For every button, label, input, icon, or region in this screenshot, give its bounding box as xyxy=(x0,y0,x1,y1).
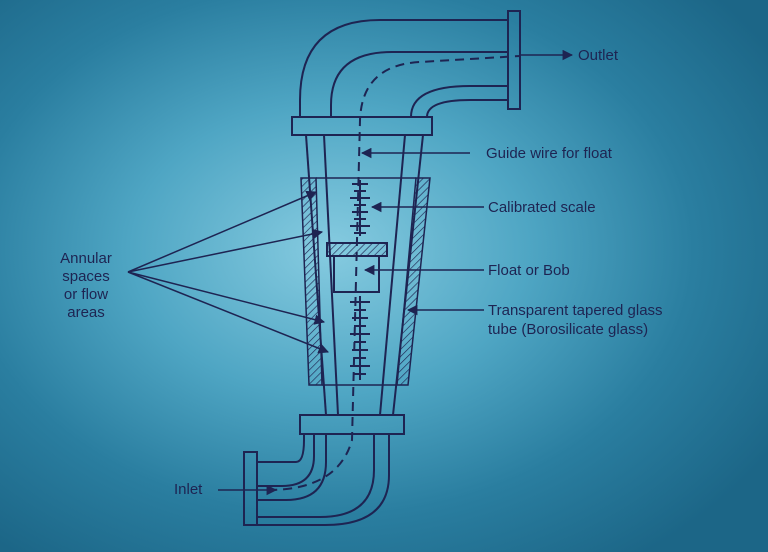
left-wall-hatch xyxy=(300,177,323,386)
annular-line-3: or flow xyxy=(64,286,108,303)
tube-label-line2: tube (Borosilicate glass) xyxy=(488,321,648,338)
annular-arrow-2 xyxy=(127,228,324,273)
outlet-pipe xyxy=(299,10,521,118)
calibrated-scale xyxy=(350,180,370,380)
annular-arrow-4 xyxy=(127,271,329,354)
annular-arrow-3 xyxy=(127,271,326,325)
annular-line-4: areas xyxy=(67,304,105,321)
right-wall-hatch xyxy=(396,177,431,386)
annular-line-1: Annular xyxy=(60,250,112,267)
annular-line-2: spaces xyxy=(62,268,110,285)
inlet-label: Inlet xyxy=(174,481,203,498)
calibrated-scale-label: Calibrated scale xyxy=(488,199,596,216)
float-bob-label: Float or Bob xyxy=(488,262,570,279)
float-bob xyxy=(326,242,388,293)
inlet-pipe xyxy=(243,434,390,526)
outlet-label: Outlet xyxy=(578,47,619,64)
annular-label: Annular spaces or flow areas xyxy=(60,250,112,321)
flow-path xyxy=(267,55,521,491)
tube-label-line1: Transparent tapered glass xyxy=(488,302,663,319)
glass-tube xyxy=(300,134,431,416)
annular-arrow-1 xyxy=(127,190,317,273)
guide-wire-label: Guide wire for float xyxy=(486,145,613,162)
leader-lines xyxy=(127,147,484,496)
top-flange xyxy=(291,116,433,136)
